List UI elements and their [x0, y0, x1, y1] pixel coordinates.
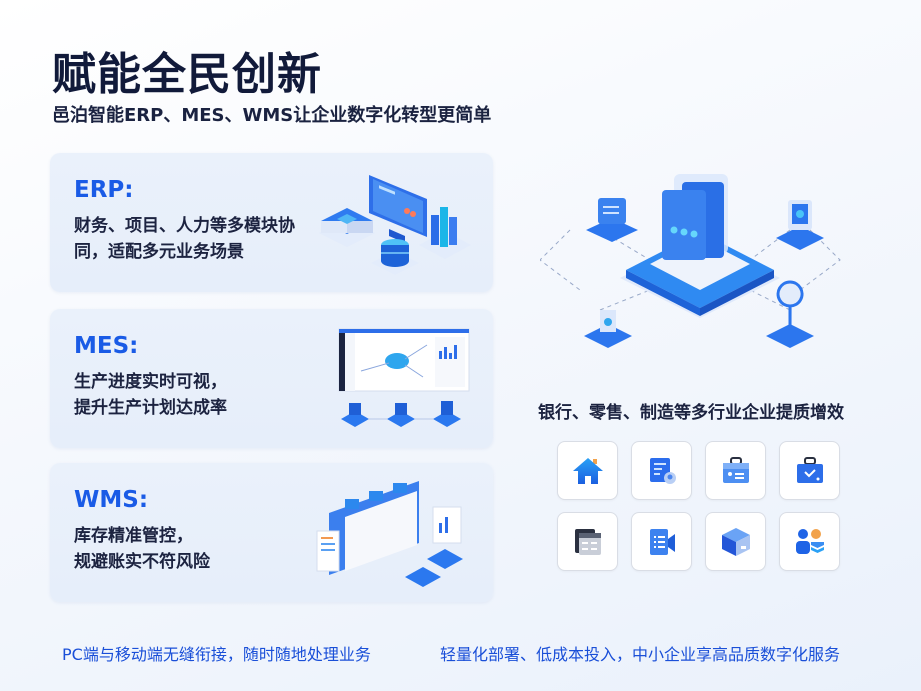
tile-video-document[interactable]	[631, 512, 692, 571]
wms-desc-line2: 规避账实不符风险	[74, 552, 210, 572]
mes-desc-line1: 生产进度实时可视，	[74, 372, 227, 392]
erp-desc-line1: 财务、项目、人力等多模块协	[74, 216, 295, 236]
platform-hero-illustration-icon	[540, 174, 841, 348]
calendar-stack-icon	[574, 528, 601, 555]
erp-desc-line2: 同，适配多元业务场景	[74, 242, 244, 262]
briefcase-card-icon	[722, 456, 749, 483]
briefcase-check-icon	[796, 456, 823, 483]
feature-icon-grid	[557, 441, 840, 571]
erp-card-desc: 财务、项目、人力等多模块协 同，适配多元业务场景	[74, 213, 314, 265]
wms-card-title: WMS:	[74, 487, 149, 513]
team-layers-icon	[795, 528, 824, 554]
industry-text: 银行、零售、制造等多行业企业提质增效	[538, 403, 844, 423]
erp-illustration-icon	[319, 175, 471, 275]
video-document-icon	[649, 528, 675, 555]
home-icon	[572, 457, 603, 484]
cube-box-icon	[721, 527, 750, 556]
mes-card: MES: 生产进度实时可视， 提升生产计划达成率	[50, 309, 493, 448]
page-subtitle: 邑泊智能ERP、MES、WMS让企业数字化转型更简单	[52, 105, 492, 126]
document-user-icon	[649, 457, 676, 484]
mes-desc-line2: 提升生产计划达成率	[74, 398, 227, 418]
tile-calendar-stack[interactable]	[557, 512, 618, 571]
mes-card-title: MES:	[74, 333, 139, 359]
tile-briefcase-card[interactable]	[705, 441, 766, 500]
erp-card: ERP: 财务、项目、人力等多模块协 同，适配多元业务场景	[50, 153, 493, 292]
wms-desc-line1: 库存精准管控，	[74, 526, 193, 546]
tile-briefcase-check[interactable]	[779, 441, 840, 500]
footer-left-text: PC端与移动端无缝衔接，随时随地处理业务	[62, 645, 371, 664]
page-title: 赋能全民创新	[52, 49, 322, 100]
mes-card-desc: 生产进度实时可视， 提升生产计划达成率	[74, 369, 314, 421]
tile-cube-box[interactable]	[705, 512, 766, 571]
mes-illustration-icon	[338, 328, 470, 427]
wms-illustration-icon	[316, 481, 463, 587]
tile-home[interactable]	[557, 441, 618, 500]
tile-document-user[interactable]	[631, 441, 692, 500]
footer-right-text: 轻量化部署、低成本投入，中小企业享高品质数字化服务	[440, 645, 841, 664]
wms-card: WMS: 库存精准管控， 规避账实不符风险	[50, 463, 493, 602]
wms-card-desc: 库存精准管控， 规避账实不符风险	[74, 523, 314, 575]
erp-card-title: ERP:	[74, 177, 134, 203]
tile-team-layers[interactable]	[779, 512, 840, 571]
